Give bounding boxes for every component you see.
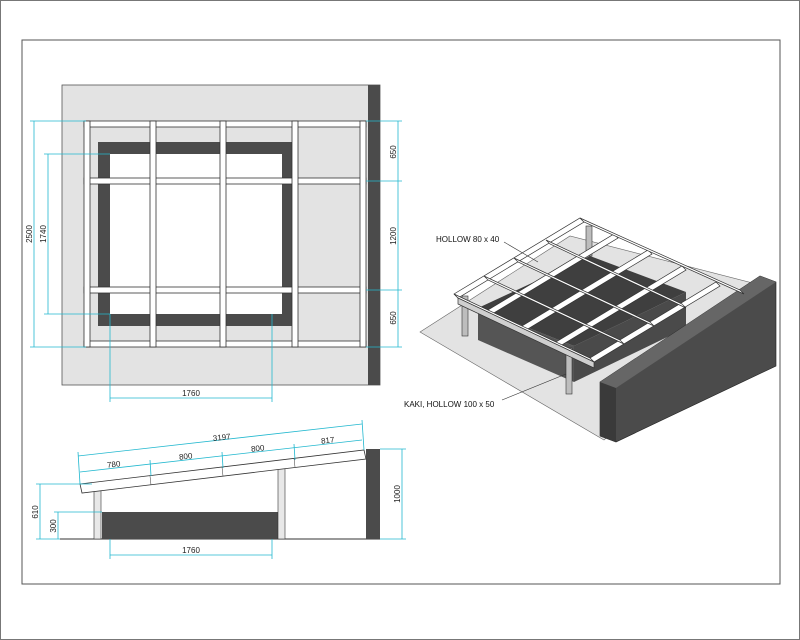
plan-beam-v3 bbox=[219, 120, 227, 348]
iso-legs bbox=[461, 225, 593, 395]
iso-leader-legs bbox=[501, 373, 567, 401]
iso-beam-trans-4 bbox=[545, 239, 687, 309]
dim-610: 610 bbox=[31, 505, 40, 519]
section-view: 3197 780 800 800 817 610 300 1000 bbox=[31, 419, 406, 559]
dim-1760-plan: 1760 bbox=[182, 389, 200, 398]
dim-1760-section: 1760 bbox=[182, 546, 200, 555]
dim-300: 300 bbox=[49, 519, 58, 533]
plan-beam-v1 bbox=[83, 120, 91, 348]
dim-1200: 1200 bbox=[389, 227, 398, 245]
label-kaki-hollow-100x50: KAKI, HOLLOW 100 x 50 bbox=[404, 400, 495, 409]
dim-800-a: 800 bbox=[179, 451, 194, 461]
plan-dimensions: 2500 1740 650 1200 650 1760 bbox=[25, 120, 402, 402]
iso-beam-trans-5 bbox=[579, 217, 745, 295]
dim-817: 817 bbox=[321, 435, 336, 445]
iso-roof-frame bbox=[453, 217, 745, 369]
dim-2500: 2500 bbox=[25, 225, 34, 243]
dim-780: 780 bbox=[107, 459, 122, 469]
iso-planter-front bbox=[478, 308, 574, 382]
dim-1740: 1740 bbox=[39, 225, 48, 243]
section-dimensions: 3197 780 800 800 817 610 300 1000 bbox=[31, 419, 406, 559]
plan-beam-v4 bbox=[291, 120, 299, 348]
iso-wall-top bbox=[600, 276, 776, 388]
plan-beam-v5 bbox=[359, 120, 367, 348]
section-post-left bbox=[93, 485, 102, 540]
iso-leg-back bbox=[585, 225, 593, 257]
iso-leg-front-left bbox=[461, 295, 469, 337]
plan-view: 2500 1740 650 1200 650 1760 bbox=[25, 84, 402, 402]
section-planter bbox=[102, 512, 284, 539]
section-post-right bbox=[277, 465, 286, 540]
inner-border bbox=[21, 39, 781, 585]
section-rafter-marks bbox=[149, 457, 296, 486]
isometric-view: HOLLOW 80 x 40 KAKI, HOLLOW 100 x 50 bbox=[404, 217, 777, 443]
plan-beam-v2 bbox=[149, 120, 157, 348]
iso-beam-trans-2 bbox=[483, 275, 625, 345]
label-hollow-80x40: HOLLOW 80 x 40 bbox=[436, 235, 500, 244]
section-wall bbox=[366, 449, 380, 539]
dim-3197: 3197 bbox=[212, 432, 231, 443]
iso-leader-roof bbox=[503, 241, 539, 263]
dim-650-bottom: 650 bbox=[389, 311, 398, 325]
dim-650-top: 650 bbox=[389, 145, 398, 159]
plan-back-wall bbox=[368, 85, 380, 385]
iso-wall-end bbox=[600, 382, 616, 442]
plan-frame bbox=[83, 120, 367, 348]
iso-frame-edge-front bbox=[457, 297, 595, 369]
dim-800-b: 800 bbox=[251, 443, 266, 453]
iso-beam-trans-3 bbox=[513, 257, 655, 327]
dim-1000: 1000 bbox=[393, 485, 402, 503]
